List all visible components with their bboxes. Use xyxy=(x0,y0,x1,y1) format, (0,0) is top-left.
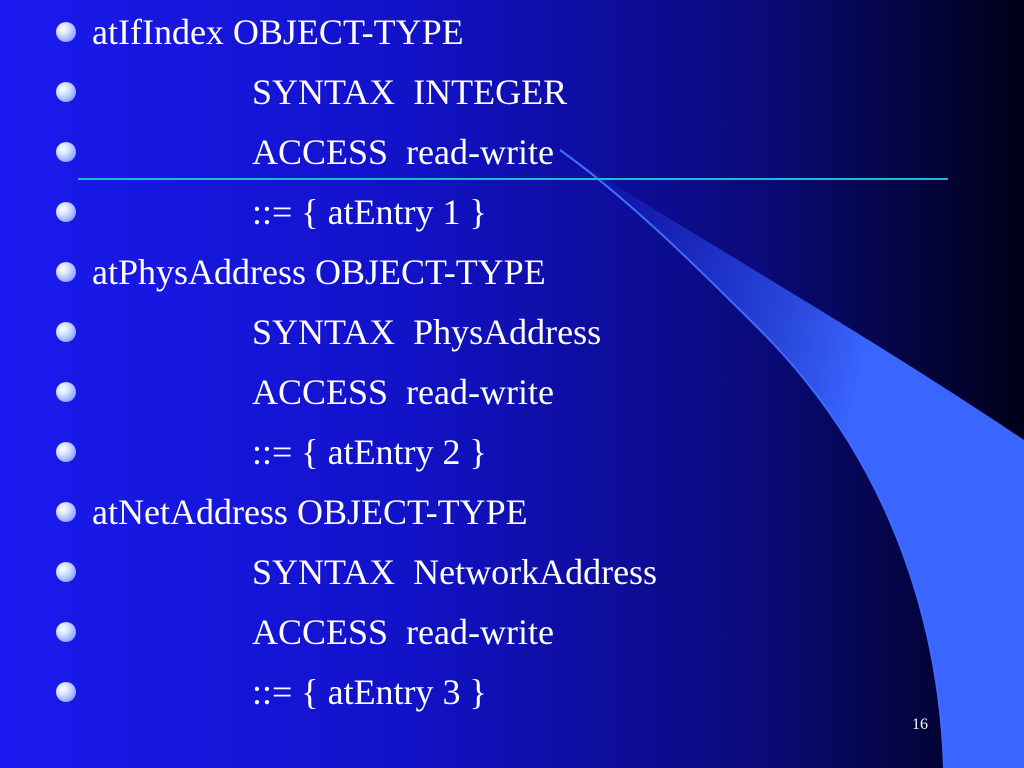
title-divider-line xyxy=(78,178,948,180)
list-item: atPhysAddress OBJECT-TYPE xyxy=(56,242,956,302)
line-text: SYNTAX NetworkAddress xyxy=(252,552,658,592)
line-text: atIfIndex OBJECT-TYPE xyxy=(92,12,464,52)
list-item: SYNTAX INTEGER xyxy=(56,62,956,122)
list-item: atNetAddress OBJECT-TYPE xyxy=(56,482,956,542)
line-text: ::= { atEntry 2 } xyxy=(252,432,487,472)
line-text: ACCESS read-write xyxy=(252,612,554,652)
list-item: ::= { atEntry 3 } xyxy=(56,662,956,722)
line-text: ACCESS read-write xyxy=(252,132,554,172)
list-item: ACCESS read-write xyxy=(56,602,956,662)
bullet-icon xyxy=(56,562,76,582)
line-text: ::= { atEntry 3 } xyxy=(252,672,487,712)
bullet-icon xyxy=(56,442,76,462)
list-item: ACCESS read-write xyxy=(56,362,956,422)
bullet-icon xyxy=(56,82,76,102)
bullet-icon xyxy=(56,382,76,402)
line-text: ::= { atEntry 1 } xyxy=(252,192,487,232)
page-number: 16 xyxy=(912,716,928,733)
line-text: ACCESS read-write xyxy=(252,372,554,412)
line-text: atPhysAddress OBJECT-TYPE xyxy=(92,252,546,292)
bullet-icon xyxy=(56,202,76,222)
list-item: ::= { atEntry 2 } xyxy=(56,422,956,482)
bullet-icon xyxy=(56,142,76,162)
line-text: SYNTAX INTEGER xyxy=(252,72,568,112)
bullet-icon xyxy=(56,22,76,42)
line-text: atNetAddress OBJECT-TYPE xyxy=(92,492,528,532)
list-item: SYNTAX PhysAddress xyxy=(56,302,956,362)
bullet-icon xyxy=(56,622,76,642)
line-text: SYNTAX PhysAddress xyxy=(252,312,602,352)
bullet-icon xyxy=(56,682,76,702)
list-item: ::= { atEntry 1 } xyxy=(56,182,956,242)
list-item: atIfIndex OBJECT-TYPE xyxy=(56,2,956,62)
bullet-icon xyxy=(56,262,76,282)
bullet-icon xyxy=(56,502,76,522)
list-item: SYNTAX NetworkAddress xyxy=(56,542,956,602)
bullet-icon xyxy=(56,322,76,342)
list-item: ACCESS read-write xyxy=(56,122,956,182)
